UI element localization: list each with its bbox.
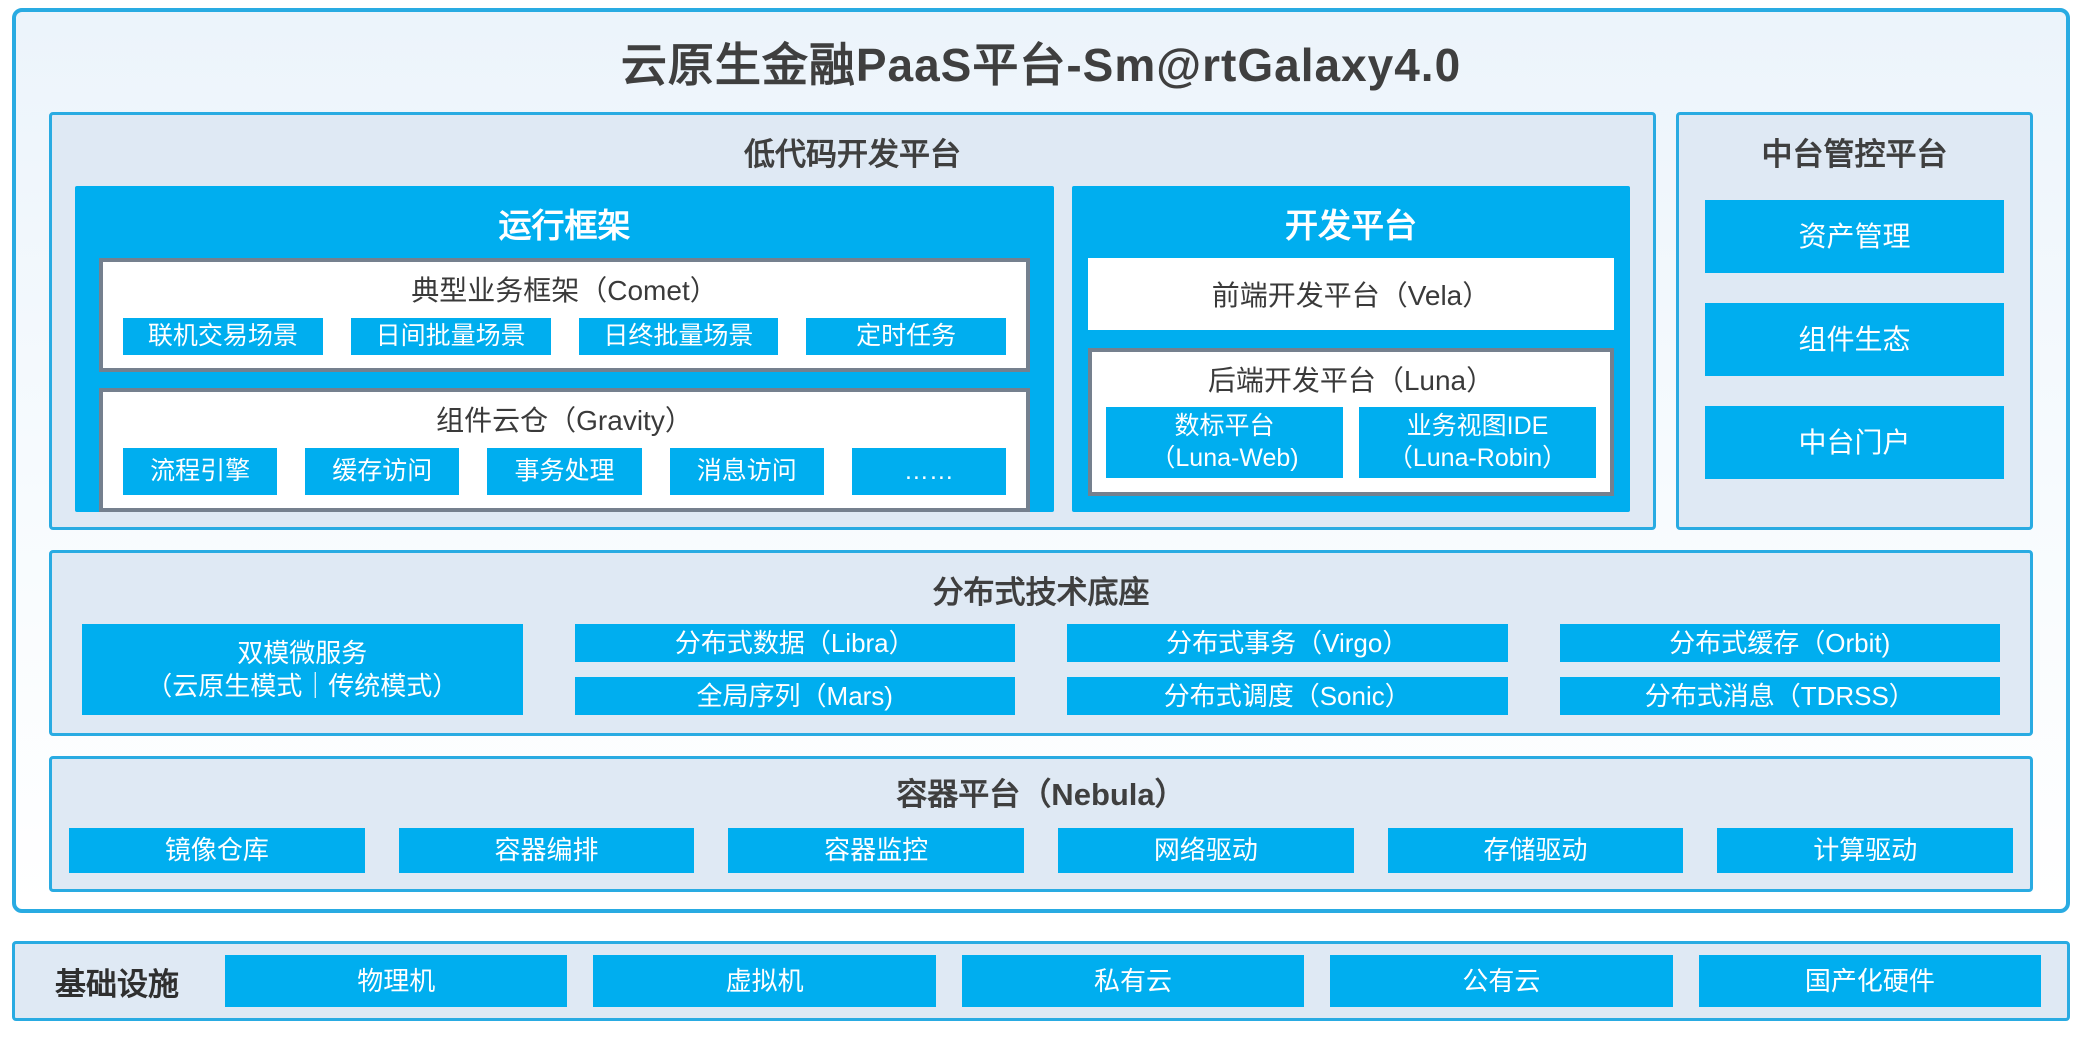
low-code-platform-section: 低代码开发平台 运行框架 典型业务框架（Comet） 联机交易场景 日间批量场景… xyxy=(49,112,1656,530)
node-container-orchestration: 容器编排 xyxy=(398,828,695,873)
gravity-items-row: 流程引擎 缓存访问 事务处理 消息访问 …… xyxy=(103,439,1026,508)
node-distributed-data-libra: 分布式数据（Libra） xyxy=(574,624,1015,662)
mid-platform-title: 中台管控平台 xyxy=(1761,137,1948,172)
infrastructure-items: 物理机 虚拟机 私有云 公有云 国产化硬件 xyxy=(225,955,2042,1007)
distributed-base-section: 分布式技术底座 双模微服务 （云原生模式｜传统模式） 分布式数据（Libra） … xyxy=(49,550,2033,736)
node-luna-web: 数标平台 （Luna-Web) xyxy=(1106,407,1343,478)
node-distributed-transaction-virgo: 分布式事务（Virgo） xyxy=(1067,624,1508,662)
node-luna-robin-line1: 业务视图IDE xyxy=(1406,412,1549,441)
node-dual-mode-line1: 双模微服务 xyxy=(237,638,368,668)
mid-platform-items: 资产管理 组件生态 中台门户 xyxy=(1679,174,2030,479)
node-luna-robin: 业务视图IDE （Luna-Robin） xyxy=(1359,407,1596,478)
infrastructure-title: 基础设施 xyxy=(55,966,179,1002)
node-scheduled-task: 定时任务 xyxy=(806,318,1006,355)
node-luna-robin-line2: （Luna-Robin） xyxy=(1387,443,1568,472)
node-component-ecosystem: 组件生态 xyxy=(1705,303,2004,376)
low-code-platform-title: 低代码开发平台 xyxy=(744,137,961,172)
node-distributed-message-tdrss: 分布式消息（TDRSS） xyxy=(1559,677,2000,715)
page-title: 云原生金融PaaS平台-Sm@rtGalaxy4.0 xyxy=(620,39,1462,91)
container-platform-title: 容器平台（Nebula） xyxy=(896,777,1186,812)
vela-frontend-box: 前端开发平台（Vela） xyxy=(1088,258,1614,330)
node-dual-mode-microservice: 双模微服务 （云原生模式｜传统模式） xyxy=(82,624,523,715)
node-cache-access: 缓存访问 xyxy=(305,448,460,495)
node-luna-web-line1: 数标平台 xyxy=(1174,412,1275,441)
node-compute-driver: 计算驱动 xyxy=(1717,828,2014,873)
luna-backend-title: 后端开发平台（Luna） xyxy=(1207,365,1495,396)
node-mid-platform-portal: 中台门户 xyxy=(1705,406,2004,479)
node-dual-mode-line2: （云原生模式｜传统模式） xyxy=(146,670,459,701)
node-storage-driver: 存储驱动 xyxy=(1387,828,1684,873)
node-end-of-day-batch-scene: 日终批量场景 xyxy=(578,318,779,355)
low-code-panels: 运行框架 典型业务框架（Comet） 联机交易场景 日间批量场景 日终批量场景 … xyxy=(52,174,1653,532)
node-virtual-machine: 虚拟机 xyxy=(593,955,936,1007)
gravity-component-title: 组件云仓（Gravity） xyxy=(436,405,693,436)
node-image-repository: 镜像仓库 xyxy=(69,828,365,873)
node-container-monitoring: 容器监控 xyxy=(728,828,1025,873)
dev-platform-title: 开发平台 xyxy=(1285,207,1417,244)
node-message-access: 消息访问 xyxy=(669,448,824,495)
node-online-trading-scene: 联机交易场景 xyxy=(123,318,323,355)
distributed-base-title: 分布式技术底座 xyxy=(932,575,1150,610)
comet-items-row: 联机交易场景 日间批量场景 日终批量场景 定时任务 xyxy=(103,309,1026,368)
gravity-component-box: 组件云仓（Gravity） 流程引擎 缓存访问 事务处理 消息访问 …… xyxy=(99,388,1030,512)
node-process-engine: 流程引擎 xyxy=(123,448,278,495)
node-domestic-hardware: 国产化硬件 xyxy=(1698,955,2042,1007)
top-row: 低代码开发平台 运行框架 典型业务框架（Comet） 联机交易场景 日间批量场景… xyxy=(49,112,2033,530)
container-items-row: 镜像仓库 容器编排 容器监控 网络驱动 存储驱动 计算驱动 xyxy=(52,814,2030,889)
node-daytime-batch-scene: 日间批量场景 xyxy=(350,318,551,355)
runtime-framework-panel: 运行框架 典型业务框架（Comet） 联机交易场景 日间批量场景 日终批量场景 … xyxy=(75,186,1054,512)
node-private-cloud: 私有云 xyxy=(961,955,1305,1007)
node-transaction-processing: 事务处理 xyxy=(487,448,642,495)
container-platform-section: 容器平台（Nebula） 镜像仓库 容器编排 容器监控 网络驱动 存储驱动 计算… xyxy=(49,756,2033,892)
infrastructure-section: 基础设施 物理机 虚拟机 私有云 公有云 国产化硬件 xyxy=(12,941,2070,1021)
main-frame: 云原生金融PaaS平台-Sm@rtGalaxy4.0 低代码开发平台 运行框架 … xyxy=(12,8,2070,913)
distributed-grid: 双模微服务 （云原生模式｜传统模式） 分布式数据（Libra） 分布式事务（Vi… xyxy=(52,612,2030,733)
node-physical-machine: 物理机 xyxy=(225,955,568,1007)
node-distributed-scheduling-sonic: 分布式调度（Sonic） xyxy=(1067,677,1508,715)
mid-platform-section: 中台管控平台 资产管理 组件生态 中台门户 xyxy=(1676,112,2033,530)
comet-framework-title: 典型业务框架（Comet） xyxy=(411,275,718,306)
luna-items-row: 数标平台 （Luna-Web) 业务视图IDE （Luna-Robin） xyxy=(1092,399,1610,492)
node-luna-web-line2: （Luna-Web) xyxy=(1150,443,1299,472)
node-global-sequence-mars: 全局序列（Mars) xyxy=(574,677,1015,715)
dev-platform-panel: 开发平台 前端开发平台（Vela） 后端开发平台（Luna） 数标平台 （Lun… xyxy=(1072,186,1630,512)
node-asset-management: 资产管理 xyxy=(1705,200,2004,273)
node-distributed-cache-orbit: 分布式缓存（Orbit) xyxy=(1559,624,2000,662)
node-ellipsis: …… xyxy=(851,448,1007,495)
luna-backend-box: 后端开发平台（Luna） 数标平台 （Luna-Web) 业务视图IDE （Lu… xyxy=(1088,348,1614,496)
runtime-framework-title: 运行框架 xyxy=(498,207,631,244)
node-public-cloud: 公有云 xyxy=(1330,955,1673,1007)
comet-framework-box: 典型业务框架（Comet） 联机交易场景 日间批量场景 日终批量场景 定时任务 xyxy=(99,258,1030,372)
node-network-driver: 网络驱动 xyxy=(1058,828,1354,873)
